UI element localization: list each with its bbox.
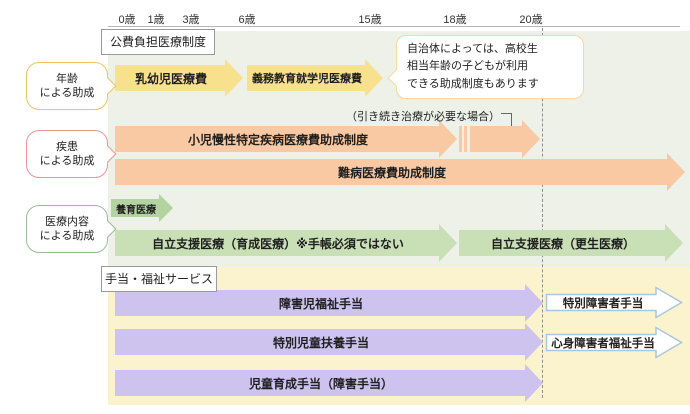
arrow-child-rearing-disability-allowance: 児童育成手当（障害手当） bbox=[115, 364, 543, 402]
age-label-18: 18歳 bbox=[443, 14, 467, 26]
bubble-disease-line1: 疾患 bbox=[56, 140, 78, 153]
callout-municipality-note: 自治体によっては、高校生 相当年齢の子どもが利用 できる助成制度もあります bbox=[396, 35, 584, 99]
bubble-subsidy-by-age: 年齢 による助成 bbox=[26, 62, 108, 110]
section-title-public-medical: 公費負担医療制度 bbox=[101, 29, 215, 55]
bubble-age-line1: 年齢 bbox=[56, 72, 78, 85]
age-label-15: 15歳 bbox=[358, 14, 382, 26]
age-label-20: 20歳 bbox=[519, 14, 543, 26]
arrow-special-disabled-allowance: 特別障害者手当 bbox=[545, 286, 683, 319]
arrow-self-support-kosei: 自立支援医療（更生医療） bbox=[459, 224, 683, 262]
callout-line1: 自治体によっては、高校生 bbox=[407, 43, 538, 56]
arrow-special-disabled-allowance-label: 特別障害者手当 bbox=[562, 297, 644, 310]
bubble-age-line2: による助成 bbox=[39, 87, 95, 99]
age-label-0: 0歳 bbox=[118, 14, 136, 26]
age-20-dashed-line bbox=[542, 28, 543, 398]
continuation-bar-1 bbox=[459, 126, 462, 152]
age-label-6: 6歳 bbox=[238, 14, 256, 26]
bubble-subsidy-by-medical-content: 医療内容 による助成 bbox=[26, 205, 108, 253]
callout-line3: できる助成制度もあります bbox=[407, 77, 539, 90]
arrow-infant-medical-expenses: 乳幼児医療費 bbox=[115, 59, 243, 97]
bubble-content-line2: による助成 bbox=[39, 230, 95, 242]
bubble-subsidy-by-disease: 疾患 による助成 bbox=[26, 130, 108, 178]
note-bracket-line bbox=[501, 113, 512, 126]
bubble-disease-line2: による助成 bbox=[39, 155, 95, 167]
note-continued-treatment: （引き続き治療が必要な場合） bbox=[346, 111, 500, 123]
arrow-mind-body-disabled-welfare-allowance-label: 心身障害者福祉手当 bbox=[551, 337, 655, 350]
arrow-intractable-disease-subsidy: 難病医療費助成制度 bbox=[115, 153, 685, 191]
arrow-special-child-rearing-allowance: 特別児童扶養手当 bbox=[115, 323, 543, 361]
callout-line2: 相当年齢の子どもが利用 bbox=[407, 60, 528, 73]
arrow-compulsory-education-medical: 義務教育就学児医療費 bbox=[247, 59, 383, 97]
arrow-self-support-ikusei: 自立支援医療（育成医療）※手帳必須ではない bbox=[115, 224, 457, 262]
continuation-bar-2 bbox=[464, 126, 467, 152]
age-label-3: 3歳 bbox=[182, 14, 200, 26]
white-arrow-shape bbox=[545, 326, 683, 359]
arrow-mind-body-disabled-welfare-allowance: 心身障害者福祉手当 bbox=[545, 326, 683, 359]
age-axis-line bbox=[108, 26, 680, 27]
age-label-1: 1歳 bbox=[147, 14, 165, 26]
bubble-content-line1: 医療内容 bbox=[45, 215, 89, 228]
arrow-chronic-pediatric-disease-subsidy: 小児慢性特定疾病医療費助成制度 bbox=[115, 120, 457, 158]
section-title-welfare-services: 手当・福祉サービス bbox=[101, 266, 217, 292]
white-arrow-shape bbox=[545, 286, 683, 319]
